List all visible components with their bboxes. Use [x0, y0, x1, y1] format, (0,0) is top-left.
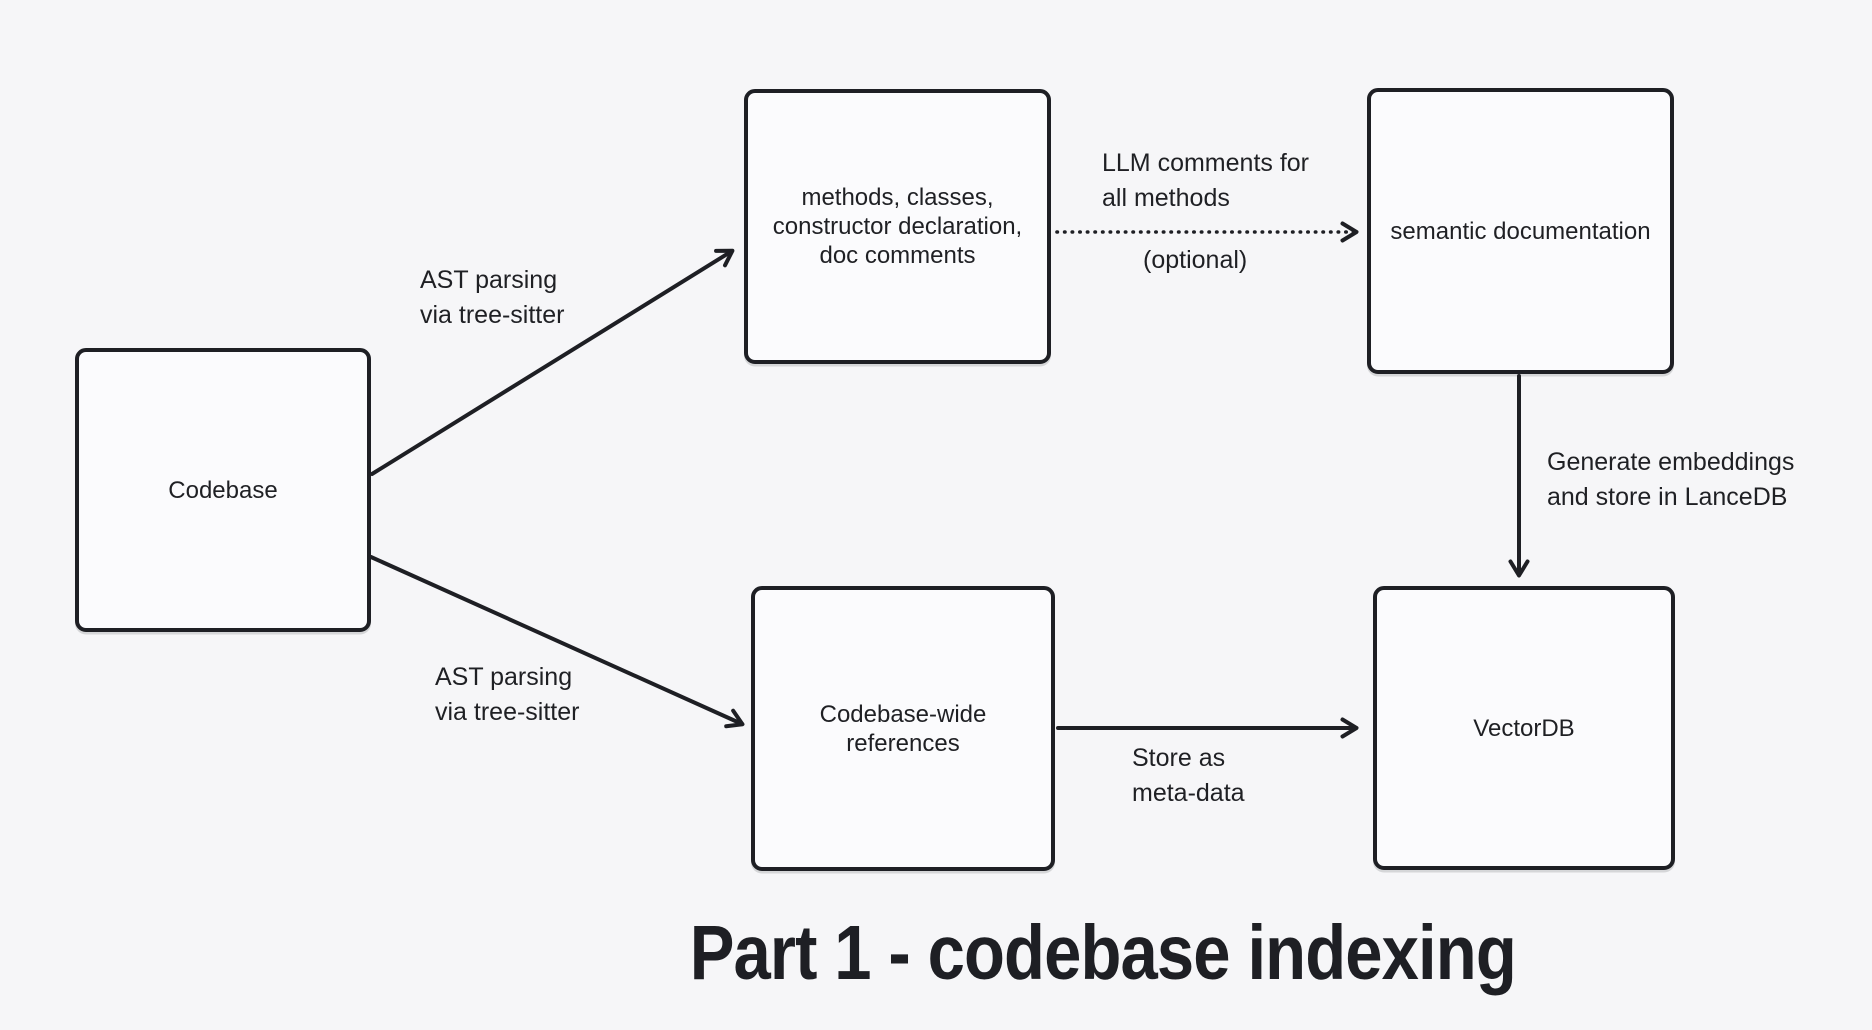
- edge-label-line: via tree-sitter: [435, 698, 580, 726]
- semantic-documentation-label: semantic documentation: [1390, 217, 1651, 245]
- edge-label-store-as-metadata: Store as meta-data: [1132, 741, 1245, 811]
- vectordb-label: VectorDB: [1473, 714, 1575, 742]
- edge-label-line: all methods: [1102, 184, 1230, 212]
- edge-label-llm-comments: LLM comments for all methods: [1102, 146, 1309, 216]
- codebase-wide-references-node: Codebase-wide references: [751, 586, 1055, 871]
- references-label-line: Codebase-wide: [819, 700, 987, 728]
- semantic-documentation-node: semantic documentation: [1367, 88, 1674, 374]
- edge-label-line: via tree-sitter: [420, 301, 565, 329]
- edge-label-optional-note: (optional): [1143, 243, 1247, 278]
- codebase-label: Codebase: [168, 476, 278, 504]
- edge-label-line: Store as: [1132, 744, 1226, 772]
- methods-label-line: constructor declaration,: [772, 213, 1023, 240]
- edge-label-line: AST parsing: [435, 663, 573, 691]
- edge-label-line: LLM comments for: [1102, 149, 1310, 177]
- diagram-title: Part 1 - codebase indexing: [640, 915, 1565, 992]
- edge-label-line: and store in LanceDB: [1547, 483, 1788, 511]
- vectordb-node: VectorDB: [1373, 586, 1675, 870]
- references-label-line: references: [846, 729, 960, 757]
- edge-label-line: Generate embeddings: [1547, 448, 1795, 476]
- codebase-node: Codebase: [75, 348, 371, 632]
- methods-classes-node: methods, classes, constructor declaratio…: [744, 89, 1051, 364]
- edge-label-ast-parsing-top: AST parsing via tree-sitter: [420, 263, 564, 333]
- edge-label-generate-embeddings: Generate embeddings and store in LanceDB: [1547, 445, 1794, 515]
- edge-label-ast-parsing-bottom: AST parsing via tree-sitter: [435, 660, 579, 730]
- methods-label-line: doc comments: [819, 242, 976, 269]
- edge-label-line: meta-data: [1132, 779, 1245, 807]
- diagram-title-text: Part 1 - codebase indexing: [689, 910, 1516, 996]
- methods-label-line: methods, classes,: [801, 184, 994, 211]
- edge-label-line: AST parsing: [420, 266, 558, 294]
- edge-label-line: (optional): [1143, 246, 1248, 274]
